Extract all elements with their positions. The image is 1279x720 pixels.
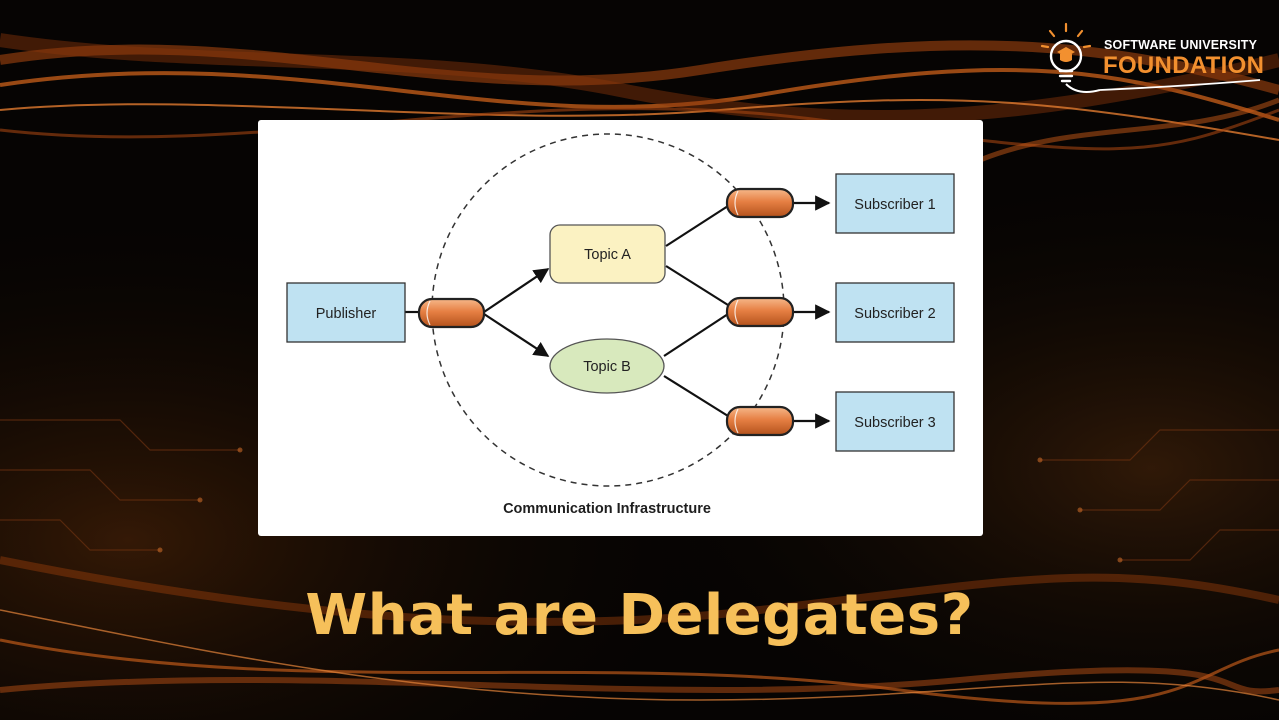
- topic-a-label: Topic A: [584, 247, 631, 263]
- pipe-subscriber-2: [725, 296, 795, 328]
- connector-lines: [405, 195, 831, 429]
- topic-b-node: Topic B: [549, 338, 665, 394]
- subscriber-2-label: Subscriber 2: [854, 306, 935, 322]
- publisher-label: Publisher: [316, 306, 377, 322]
- subscriber-2-node: Subscriber 2: [835, 282, 955, 343]
- topic-a-node: Topic A: [549, 224, 666, 284]
- software-university-logo: SOFTWARE UNIVERSITY FOUNDATION: [1038, 22, 1268, 102]
- pipe-publisher: [417, 297, 486, 329]
- subscriber-3-node: Subscriber 3: [835, 391, 955, 452]
- publisher-node: Publisher: [286, 282, 406, 343]
- logo-text-top: SOFTWARE UNIVERSITY: [1104, 38, 1258, 52]
- subscriber-1-label: Subscriber 1: [854, 197, 935, 213]
- pubsub-diagram: Publisher Topic A Topic B: [258, 120, 983, 536]
- lightbulb-graduate-icon: [1040, 22, 1100, 93]
- pubsub-diagram-svg: Publisher Topic A Topic B: [286, 133, 955, 517]
- subscriber-1-node: Subscriber 1: [835, 173, 955, 234]
- diagram-caption: Communication Infrastructure: [503, 501, 711, 517]
- logo-underline: [1099, 79, 1261, 91]
- slide-title: What are Delegates?: [305, 583, 974, 648]
- logo-text-bottom: FOUNDATION: [1103, 52, 1265, 79]
- pipe-subscriber-1: [725, 187, 795, 219]
- pipe-subscriber-3: [725, 405, 795, 437]
- subscriber-3-label: Subscriber 3: [854, 415, 935, 431]
- topic-b-label: Topic B: [583, 359, 631, 375]
